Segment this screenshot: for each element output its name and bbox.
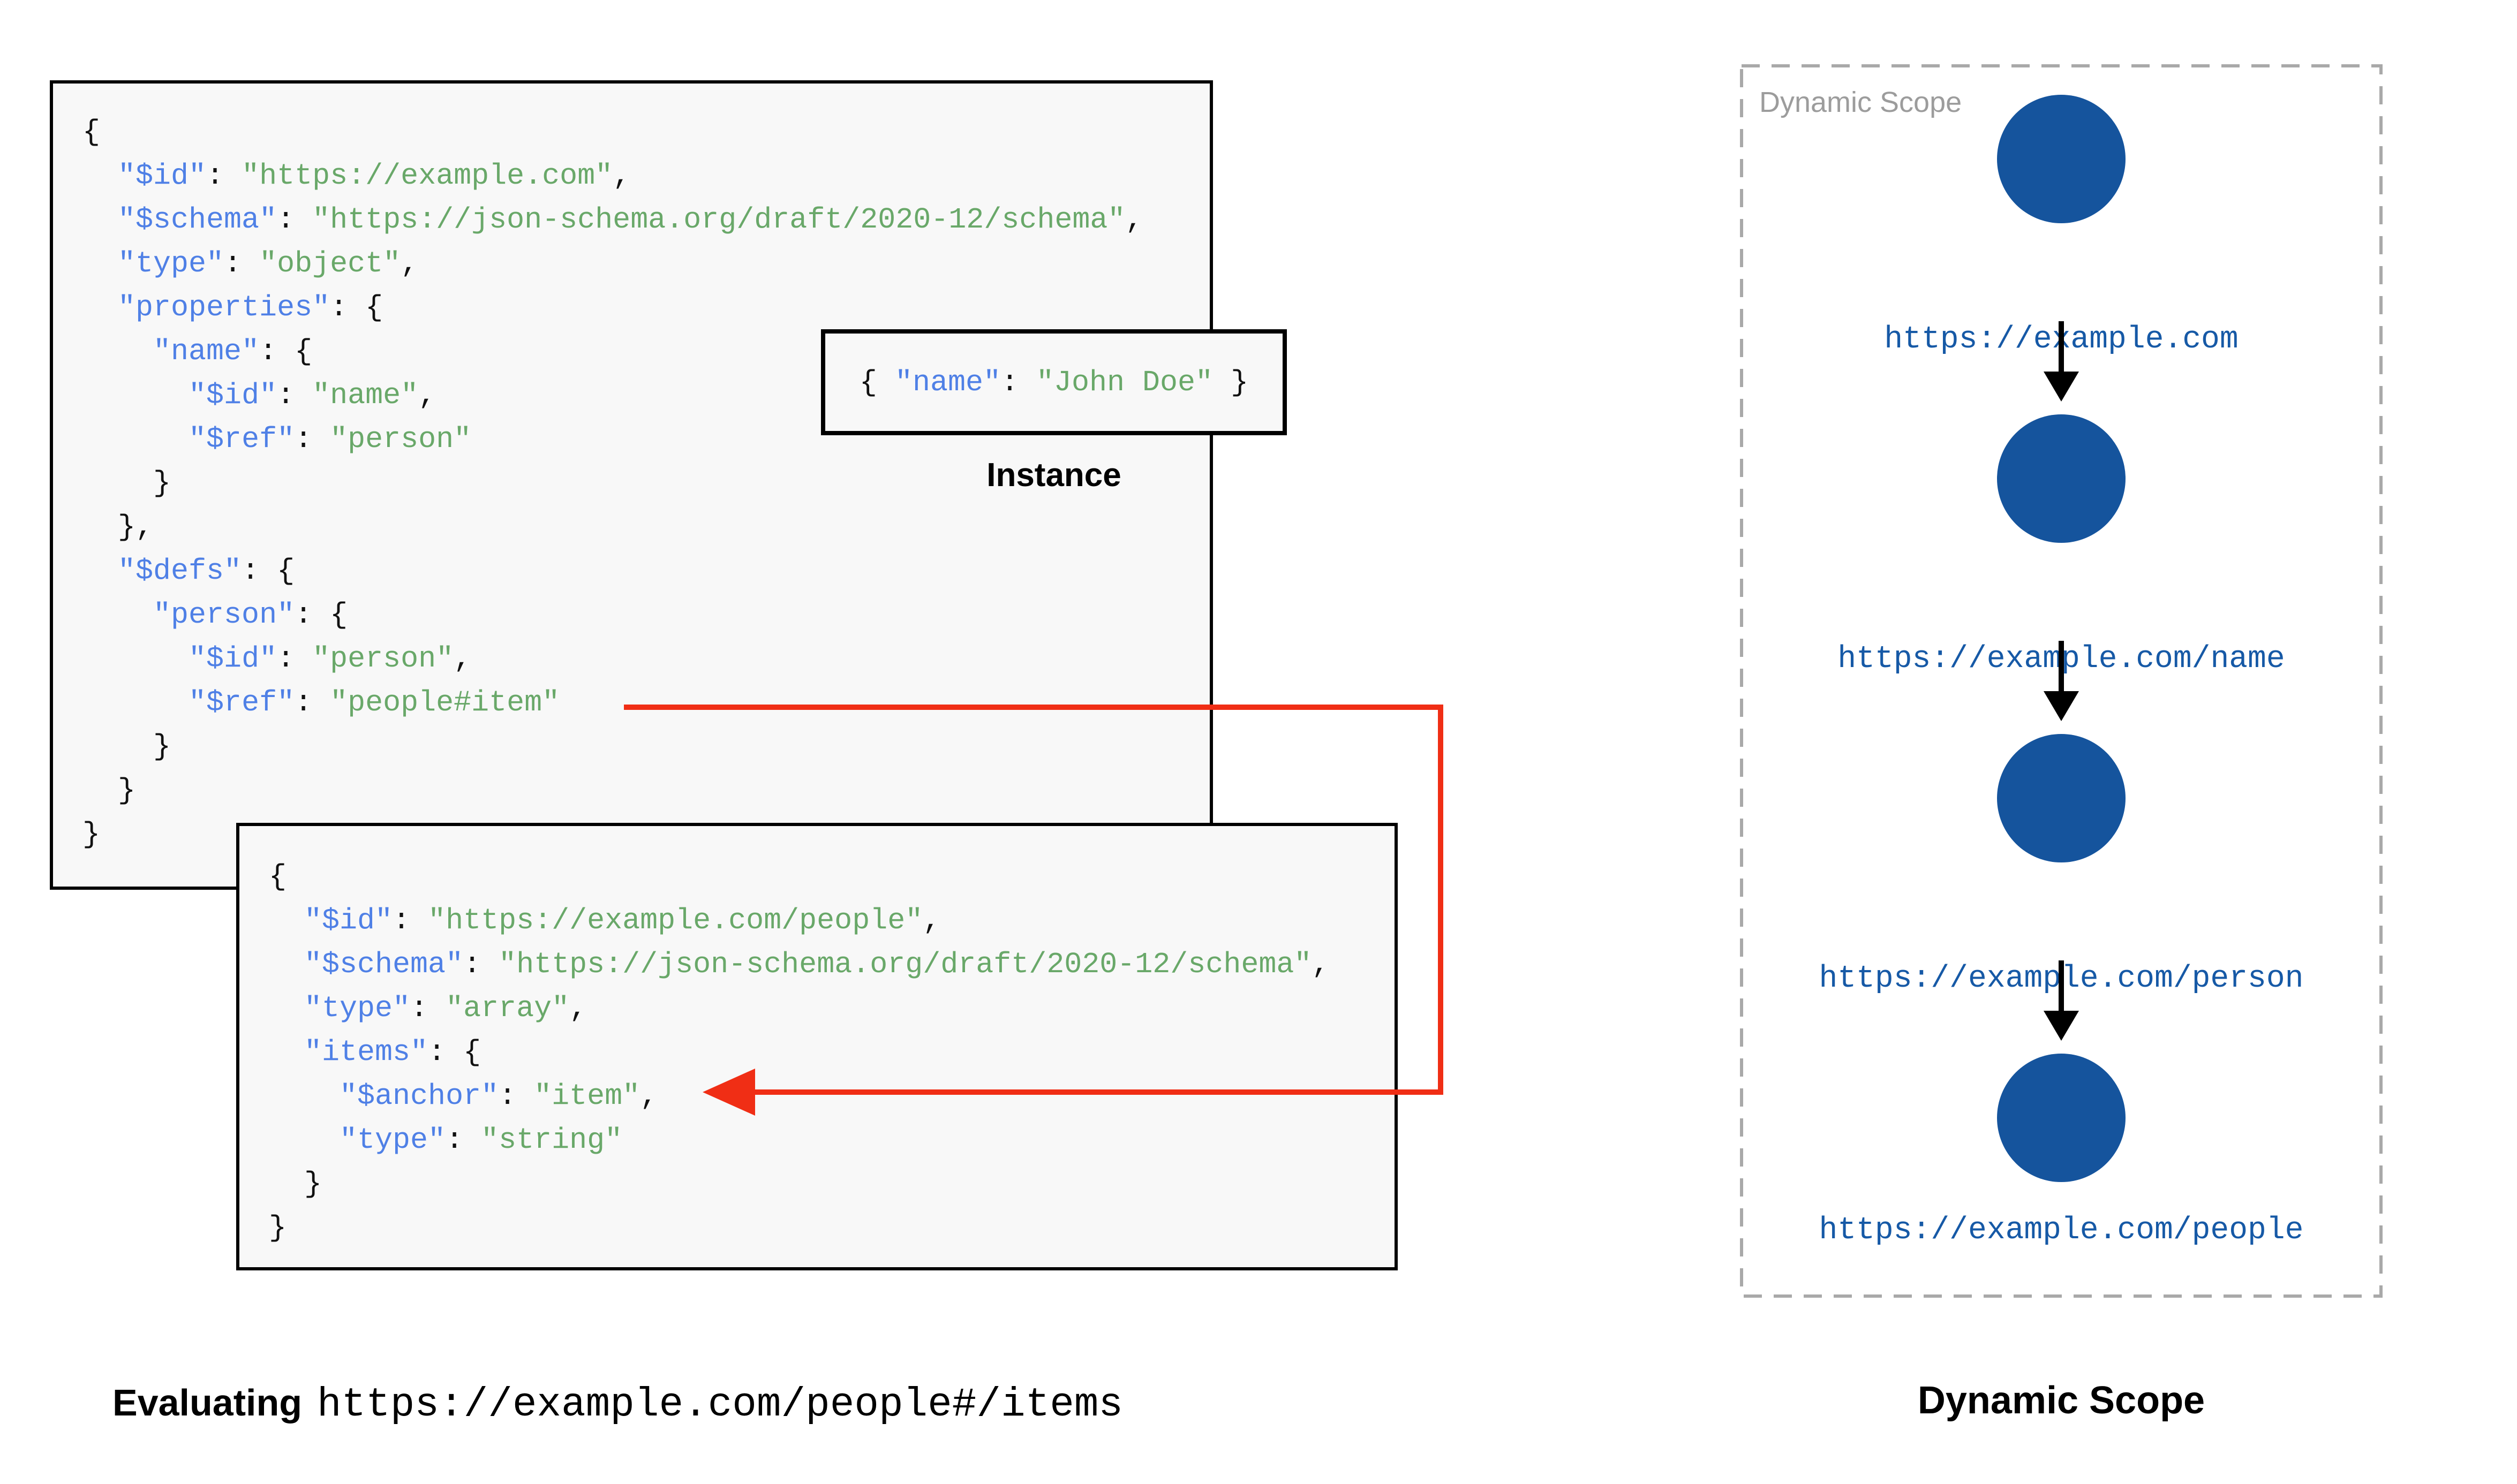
dynamic-scope-title: Dynamic Scope xyxy=(1917,1379,2205,1422)
code-line: "$ref": "person" xyxy=(189,422,472,456)
code-line: } xyxy=(82,466,171,500)
code-line: "$schema": "https://json-schema.org/draf… xyxy=(304,948,1330,981)
code-line: } xyxy=(269,1211,287,1245)
instance-label: Instance xyxy=(986,457,1121,494)
down-arrow-icon xyxy=(2044,321,2079,402)
code-line: "name": { xyxy=(153,335,313,368)
code-line: } xyxy=(82,817,101,851)
evaluating-caption-prefix: Evaluating xyxy=(112,1382,302,1424)
code-line: "type": "object", xyxy=(118,247,419,281)
code-line: } xyxy=(82,730,171,763)
code-line: "$id": "https://example.com", xyxy=(118,159,631,193)
code-line: "$id": "name", xyxy=(189,378,436,412)
code-line: "$id": "person", xyxy=(189,642,472,676)
dynamic-scope-panel: Dynamic Scope https://example.com https:… xyxy=(1740,64,2383,1298)
code-line: "items": { xyxy=(304,1035,481,1069)
code-line: }, xyxy=(82,510,154,544)
scope-node-circle xyxy=(1997,1054,2126,1182)
code-line: "properties": { xyxy=(118,291,383,324)
code-line: "$schema": "https://json-schema.org/draf… xyxy=(118,203,1143,237)
code-line: "person": { xyxy=(153,598,348,632)
dynamic-scope-panel-label: Dynamic Scope xyxy=(1759,86,1962,118)
scope-node-circle xyxy=(1997,734,2126,862)
evaluating-caption-uri: https://example.com/people#/items xyxy=(316,1382,1124,1428)
dashed-border xyxy=(1740,64,2383,1298)
instance-box: { "name": "John Doe" } xyxy=(821,329,1287,435)
code-line: "$id": "https://example.com/people", xyxy=(304,904,941,937)
code-line: "$ref": "people#item" xyxy=(189,686,560,720)
code-line: { xyxy=(82,115,101,149)
schema-block-people: { "$id": "https://example.com/people", "… xyxy=(236,823,1398,1270)
evaluating-caption: Evaluating https://example.com/people#/it… xyxy=(112,1381,1123,1428)
code-line: "type": "string" xyxy=(340,1123,623,1157)
down-arrow-icon xyxy=(2044,960,2079,1041)
scope-node-url: https://example.com/people xyxy=(1819,1213,2304,1248)
code-line: "type": "array", xyxy=(304,991,587,1025)
code-line: "$anchor": "item", xyxy=(340,1079,658,1113)
code-line: { "name": "John Doe" } xyxy=(859,365,1249,399)
code-line: { xyxy=(269,860,287,894)
code-line: } xyxy=(82,774,136,807)
scope-node-circle xyxy=(1997,95,2126,223)
code-line: } xyxy=(269,1167,322,1201)
code-line: "$defs": { xyxy=(118,554,295,588)
down-arrow-icon xyxy=(2044,641,2079,721)
scope-node-circle xyxy=(1997,414,2126,543)
